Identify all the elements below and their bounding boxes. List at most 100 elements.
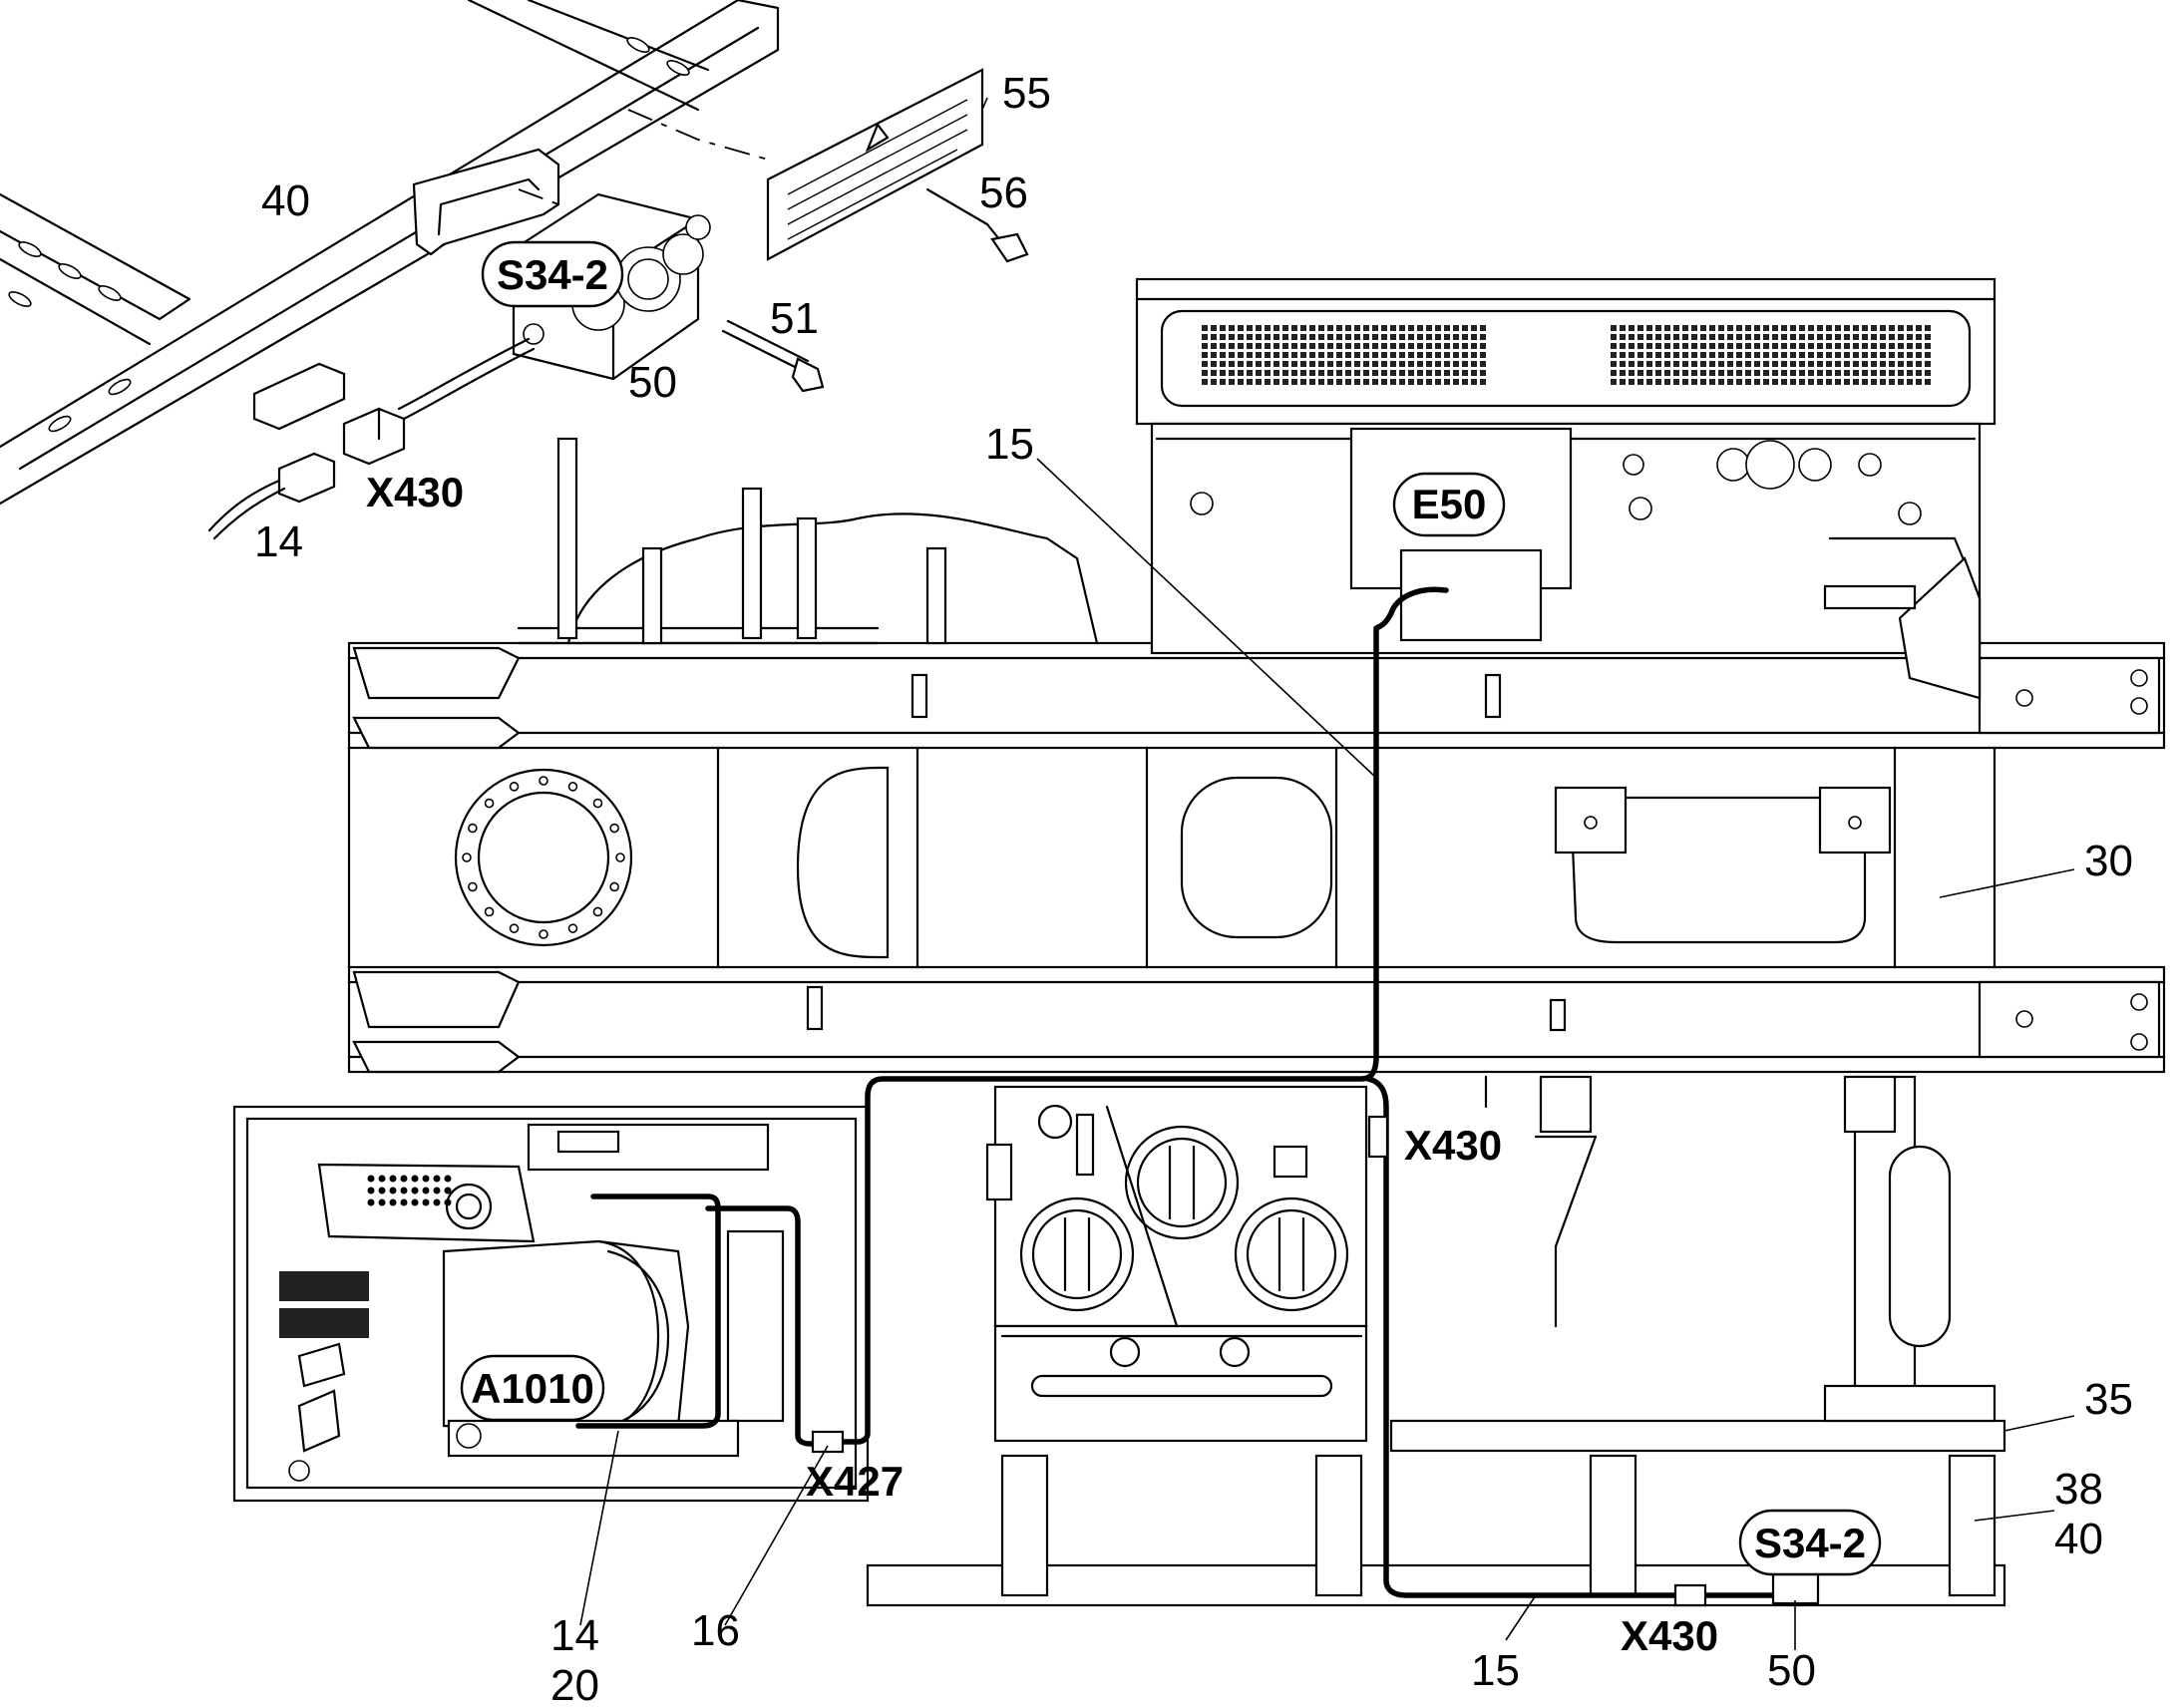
- vent-hole: [1471, 325, 1477, 331]
- vent-hole: [1620, 325, 1626, 331]
- vent-hole: [1817, 361, 1823, 367]
- vent-hole: [1781, 370, 1787, 376]
- vent-hole: [1916, 361, 1922, 367]
- vent-hole: [1220, 379, 1226, 385]
- label-55: 55: [1002, 69, 1051, 118]
- vent-hole: [1646, 352, 1652, 358]
- label-20: 20: [550, 1661, 599, 1708]
- vent-hole: [1229, 352, 1235, 358]
- vent-hole: [1781, 325, 1787, 331]
- vent-hole: [1336, 361, 1342, 367]
- vent-hole: [1664, 334, 1670, 340]
- vent-hole: [1727, 334, 1733, 340]
- vent-hole: [1673, 370, 1679, 376]
- vent-hole: [1637, 334, 1643, 340]
- vent-hole: [1871, 325, 1877, 331]
- vent-hole: [1211, 379, 1217, 385]
- vent-hole: [1381, 361, 1387, 367]
- vent-hole: [1673, 361, 1679, 367]
- vent-hole: [1754, 334, 1760, 340]
- vent-hole: [1229, 379, 1235, 385]
- vent-hole: [1202, 334, 1208, 340]
- vent-hole: [1880, 325, 1886, 331]
- vent-hole: [1372, 379, 1378, 385]
- vent-hole: [1673, 334, 1679, 340]
- terminal: [411, 1175, 419, 1183]
- vent-hole: [1273, 325, 1279, 331]
- vent-hole: [1916, 352, 1922, 358]
- vent-hole: [1435, 379, 1441, 385]
- vent-hole: [1220, 370, 1226, 376]
- vent-hole: [1256, 352, 1262, 358]
- vent-hole: [1211, 361, 1217, 367]
- vent-hole: [1629, 379, 1635, 385]
- vent-hole: [1808, 379, 1814, 385]
- terminal: [378, 1198, 386, 1206]
- vent-hole: [1862, 343, 1868, 349]
- vent-hole: [1318, 361, 1324, 367]
- label-51: 51: [770, 294, 819, 343]
- vent-hole: [1718, 343, 1724, 349]
- vent-hole: [1611, 334, 1617, 340]
- vent-hole: [1220, 334, 1226, 340]
- vent-hole: [1480, 334, 1486, 340]
- vent-hole: [1853, 370, 1859, 376]
- vent-hole: [1925, 370, 1931, 376]
- vent-hole: [1408, 325, 1414, 331]
- cable-harness-14-16: [575, 1194, 831, 1447]
- vent-hole: [1655, 343, 1661, 349]
- vent-hole: [1754, 352, 1760, 358]
- flange-bolt: [468, 881, 478, 892]
- vent-hole: [1354, 361, 1360, 367]
- vent-hole: [1709, 325, 1715, 331]
- vent-hole: [1336, 370, 1342, 376]
- vent-hole: [1309, 379, 1315, 385]
- vent-hole: [1709, 334, 1715, 340]
- vent-hole: [1238, 379, 1244, 385]
- part-number-labels: 40 55 56 51 50 14 15 30 35 38 40 50 15 1…: [254, 69, 2133, 1708]
- vent-hole: [1372, 370, 1378, 376]
- vent-hole: [1238, 343, 1244, 349]
- vent-hole: [1300, 325, 1306, 331]
- vent-hole: [1826, 361, 1832, 367]
- terminal: [389, 1198, 397, 1206]
- vent-hole: [1835, 325, 1841, 331]
- vent-hole: [1318, 370, 1324, 376]
- terminal: [389, 1187, 397, 1195]
- vent-hole: [1655, 352, 1661, 358]
- vent-hole: [1835, 352, 1841, 358]
- vent-hole: [1754, 361, 1760, 367]
- vent-hole: [1202, 379, 1208, 385]
- vent-hole: [1709, 352, 1715, 358]
- main-chassis-frame: [347, 437, 2166, 1074]
- vent-hole: [1620, 334, 1626, 340]
- vent-hole: [1629, 370, 1635, 376]
- vent-hole: [1309, 370, 1315, 376]
- vent-hole: [1372, 325, 1378, 331]
- vent-hole: [1835, 370, 1841, 376]
- vent-hole: [1282, 379, 1288, 385]
- vent-hole: [1799, 370, 1805, 376]
- hydraulic-unit: [985, 1085, 1368, 1443]
- vent-hole: [1611, 379, 1617, 385]
- vent-hole: [1256, 361, 1262, 367]
- vent-hole: [1682, 334, 1688, 340]
- vent-hole: [1462, 325, 1468, 331]
- vent-hole: [1363, 352, 1369, 358]
- vent-hole: [1925, 343, 1931, 349]
- vent-hole: [1453, 361, 1459, 367]
- vent-hole: [1817, 334, 1823, 340]
- vent-hole: [1372, 361, 1378, 367]
- vent-hole: [1907, 325, 1913, 331]
- vent-hole: [1265, 370, 1271, 376]
- vent-hole: [1889, 352, 1895, 358]
- vent-hole: [1354, 370, 1360, 376]
- vent-hole: [1844, 334, 1850, 340]
- vent-hole: [1745, 379, 1751, 385]
- terminal: [433, 1175, 441, 1183]
- vent-hole: [1817, 370, 1823, 376]
- vent-hole: [1211, 370, 1217, 376]
- vent-hole: [1390, 325, 1396, 331]
- vent-hole: [1907, 361, 1913, 367]
